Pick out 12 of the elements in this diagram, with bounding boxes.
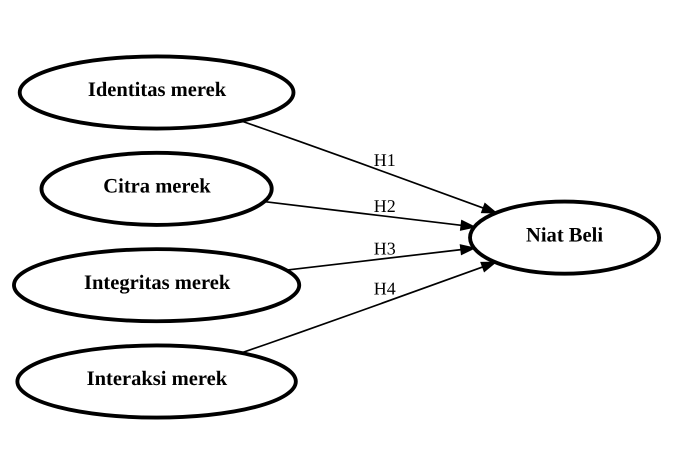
node-ellipse: Niat Beli [468, 200, 661, 276]
edge-label: H4 [374, 278, 396, 298]
edge-label: H1 [374, 150, 396, 170]
arrow [241, 120, 498, 214]
edge-label: H3 [374, 238, 396, 259]
node-ellipse: Identitas merek [18, 54, 296, 130]
node-ellipse: Integritas merek [12, 247, 302, 324]
node-ellipse: Citra merek [40, 150, 274, 227]
arrow [286, 244, 476, 271]
arrow [242, 262, 498, 354]
node-ellipse: Interaksi merek [15, 344, 298, 420]
edge-label: H2 [374, 196, 396, 216]
